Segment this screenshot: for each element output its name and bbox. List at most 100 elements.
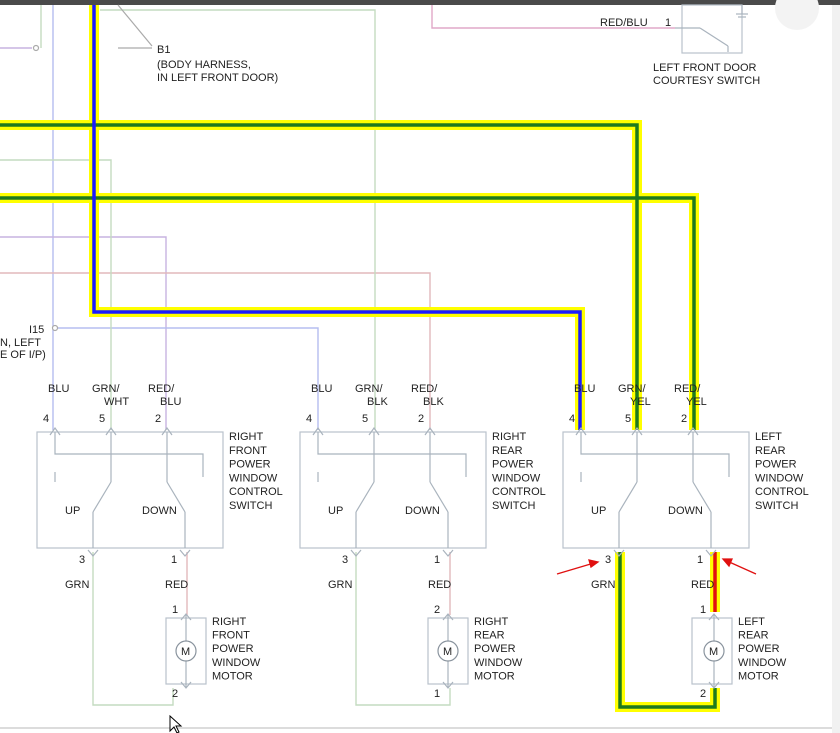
pin-number-top: 4 <box>569 413 575 425</box>
motor-pin-top: 1 <box>700 604 706 616</box>
motor-name-line: WINDOW <box>474 657 523 669</box>
motor-name-line: REAR <box>738 630 769 642</box>
motor-pin-arrow-top <box>180 613 192 621</box>
i15-id: I15 <box>29 324 44 336</box>
pin-number-top: 2 <box>418 413 424 425</box>
arrow-pin-3 <box>556 562 595 575</box>
pin-arrow-top <box>631 426 643 436</box>
pin-number-bottom: 1 <box>171 554 177 566</box>
wire-label-top: BLU <box>574 383 595 395</box>
wire-label-top: RED/ <box>148 383 175 395</box>
switch-blade-up <box>618 481 638 513</box>
switch-name-line: REAR <box>755 445 786 457</box>
switch-down-label: DOWN <box>142 505 177 517</box>
switch-bus-line <box>54 432 204 477</box>
wire-blue-i15 <box>58 327 319 430</box>
switch-bus-line <box>580 432 730 477</box>
pin-number-bottom: 3 <box>79 554 85 566</box>
wire-label-top: WHT <box>104 396 129 408</box>
switch-up-label: UP <box>591 505 606 517</box>
switch-down-label: DOWN <box>405 505 440 517</box>
b1-connector <box>32 4 153 52</box>
pin-arrow-top <box>105 426 117 436</box>
motor-pin-bottom: 2 <box>172 688 178 700</box>
highlighted-wires <box>0 5 720 712</box>
motor-layer: M12RIGHTFRONTPOWERWINDOWMOTORM21RIGHTREA… <box>165 604 787 700</box>
motor-pin-top: 2 <box>434 604 440 616</box>
pin-number-bottom: 3 <box>342 554 348 566</box>
scrollbar-track[interactable] <box>832 5 840 733</box>
wire-label-bottom: GRN <box>591 579 616 591</box>
pin-arrow-bottom <box>179 549 191 557</box>
pin-number-top: 5 <box>625 413 631 425</box>
switch-name-line: REAR <box>492 445 523 457</box>
switch-up-label: UP <box>65 505 80 517</box>
arrow-pin-1 <box>726 560 757 575</box>
pin-number-top: 4 <box>43 413 49 425</box>
pin-arrow-bottom <box>442 549 454 557</box>
motor-pin-arrow-bottom <box>708 681 720 689</box>
pin-arrow-top <box>161 426 173 436</box>
switch-blade-down <box>166 481 186 513</box>
switch-name-line: FRONT <box>229 445 267 457</box>
window-top-bar <box>0 0 840 5</box>
switch-name-line: WINDOW <box>229 472 278 484</box>
wire-green-horizontal <box>0 159 112 430</box>
wire-label-bottom: RED <box>428 579 451 591</box>
switch-name-line: SWITCH <box>755 500 798 512</box>
motor-name-line: FRONT <box>212 630 250 642</box>
pin-arrow-top <box>575 426 587 436</box>
wire-label-top: BLU <box>48 383 69 395</box>
wire-grn-yel <box>0 123 639 430</box>
pin-number-bottom: 1 <box>434 554 440 566</box>
switch-name-line: CONTROL <box>755 486 809 498</box>
pin-arrow-top <box>49 426 61 436</box>
switch-name-line: POWER <box>755 459 797 471</box>
motor-symbol <box>175 640 197 662</box>
wire-label-bottom: RED <box>691 579 714 591</box>
wire-label-top: YEL <box>686 396 707 408</box>
switch-name-line: WINDOW <box>755 472 804 484</box>
wire-lr-grn <box>618 552 717 709</box>
pin-number-top: 5 <box>362 413 368 425</box>
page-control-icon[interactable] <box>775 0 819 30</box>
switch-blade-up <box>92 481 112 513</box>
switch-name-line: SWITCH <box>229 500 272 512</box>
wire-label-top: GRN/ <box>618 383 646 395</box>
motor-name-line: MOTOR <box>474 670 515 682</box>
motor-pin-bottom: 2 <box>700 688 706 700</box>
motor-symbol-label: M <box>443 646 452 658</box>
motor-pin-bottom: 1 <box>434 688 440 700</box>
motor-name-line: LEFT <box>738 616 765 628</box>
wire-label-bottom: RED <box>165 579 188 591</box>
i15-label: I15 N, LEFT E OF I/P) <box>0 324 46 361</box>
wire-purple-horizontal <box>0 236 167 430</box>
switch-name-line: WINDOW <box>492 472 541 484</box>
wire-label-top: GRN/ <box>92 383 120 395</box>
courtesy-name-line1: LEFT FRONT DOOR <box>653 62 757 74</box>
i15-connector-dot <box>51 324 59 332</box>
switch-box <box>562 431 750 549</box>
switch-down-label: DOWN <box>668 505 703 517</box>
pin-arrow-top <box>424 426 436 436</box>
wire-label-top: BLK <box>367 396 388 408</box>
wire-pink-top <box>431 5 675 29</box>
switch-blade-down <box>429 481 449 513</box>
wire-pink-horizontal <box>0 272 431 430</box>
wire-label-bottom: GRN <box>65 579 90 591</box>
wire-red-yel <box>0 196 696 430</box>
pin-arrow-bottom <box>87 549 99 557</box>
motor-pin-arrow-top <box>708 613 720 621</box>
wire-green-top <box>100 9 376 430</box>
switch-bus-line <box>317 432 467 477</box>
pin-arrow-bottom <box>350 549 362 557</box>
switch-blade-down <box>692 481 712 513</box>
pin-arrow-top <box>368 426 380 436</box>
mouse-cursor-icon <box>169 714 183 733</box>
